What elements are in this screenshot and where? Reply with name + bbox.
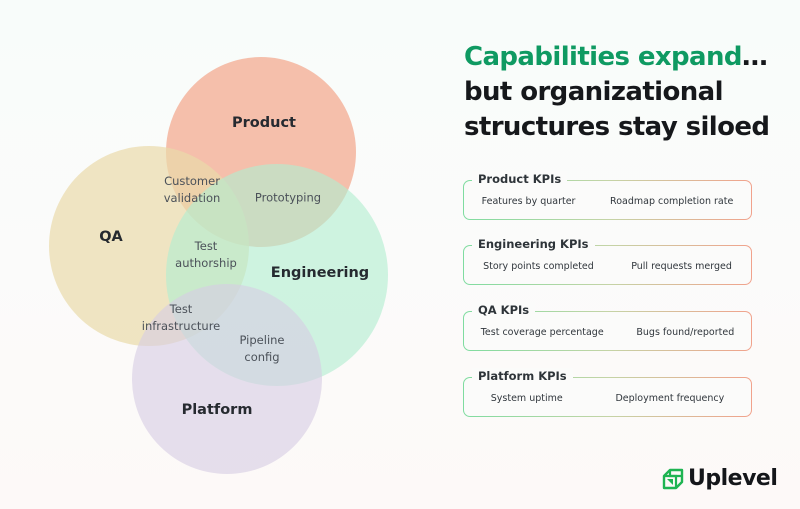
uplevel-logo: Uplevel [661,466,778,491]
kpi-item: Bugs found/reported [636,327,735,338]
headline-line-3: structures stay siloed [464,112,770,142]
overlap-test-infrastructure: Test infrastructure [141,302,221,333]
label-product: Product [232,115,296,131]
overlap-customer-validation: Customer validation [163,174,221,205]
uplevel-cube-arrow-icon [662,468,684,489]
kpi-item: System uptime [490,393,563,404]
kpi-box-engineering: Engineering KPIs Story points completed … [463,236,752,285]
brand-name: Uplevel [688,466,778,491]
circle-platform [132,284,322,474]
kpi-title: QA KPIs [472,302,536,318]
kpi-box-platform: Platform KPIs System uptime Deployment f… [463,368,752,417]
overlap-test-authorship: Test authorship [175,239,237,270]
kpi-box-product: Product KPIs Features by quarter Roadmap… [463,171,752,220]
kpi-item: Test coverage percentage [480,327,604,338]
headline-line-2: but organizational [464,77,724,107]
label-qa: QA [99,229,123,245]
kpi-item: Story points completed [483,261,594,272]
kpi-title: Platform KPIs [472,368,573,384]
kpi-item: Pull requests merged [631,261,732,272]
headline-ellipsis: … [741,42,768,72]
headline: Capabilities expand… but organizational … [464,40,770,145]
kpi-item: Roadmap completion rate [610,196,734,207]
overlap-pipeline-config: Pipeline config [239,333,285,364]
kpi-item: Features by quarter [481,196,576,207]
headline-accent: Capabilities expand [464,42,743,72]
kpi-box-qa: QA KPIs Test coverage percentage Bugs fo… [463,302,752,351]
kpi-title: Engineering KPIs [472,236,595,252]
overlap-prototyping: Prototyping [254,190,322,205]
label-engineering: Engineering [270,265,370,281]
venn-diagram: Product QA Engineering Platform Customer… [49,57,388,474]
label-platform: Platform [181,402,253,418]
kpi-title: Product KPIs [472,171,568,187]
kpi-item: Deployment frequency [615,393,725,404]
